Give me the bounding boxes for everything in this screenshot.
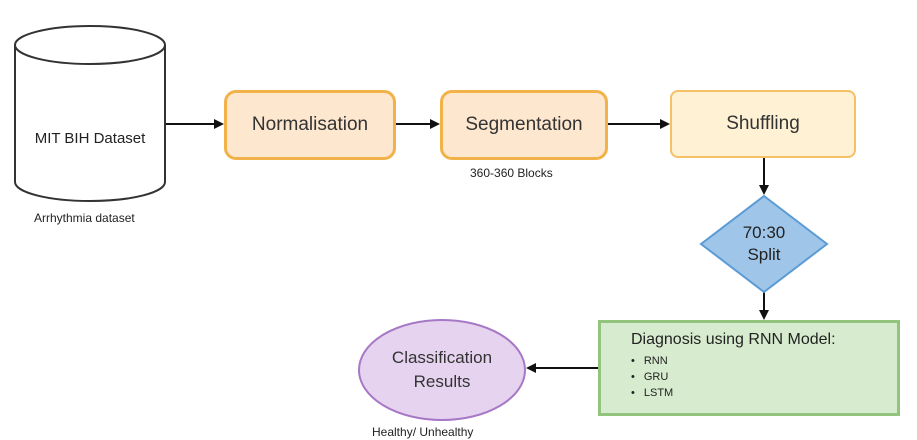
segmentation-caption: 360-360 Blocks xyxy=(470,166,553,180)
split-ratio-text: 70:30 xyxy=(742,223,786,242)
split-label: 70:30 Split xyxy=(714,222,814,266)
normalisation-node: Normalisation xyxy=(224,90,396,160)
split-text: Split xyxy=(747,245,781,264)
model-item-lstm: LSTM xyxy=(631,385,673,401)
diagnosis-node: Diagnosis using RNN Model: RNN GRU LSTM xyxy=(598,320,900,416)
results-line2: Results xyxy=(413,372,471,391)
shuffling-node: Shuffling xyxy=(670,90,856,158)
segmentation-node: Segmentation xyxy=(440,90,608,160)
results-label: Classification Results xyxy=(362,346,522,394)
normalisation-label: Normalisation xyxy=(251,114,369,135)
results-line1: Classification xyxy=(391,348,493,367)
diagnosis-title: Diagnosis using RNN Model: xyxy=(631,331,836,348)
results-caption: Healthy/ Unhealthy xyxy=(372,425,474,439)
model-item-rnn: RNN xyxy=(631,353,673,369)
shuffling-label: Shuffling xyxy=(726,113,800,134)
segmentation-label: Segmentation xyxy=(465,114,583,135)
dataset-label: MIT BIH Dataset xyxy=(34,130,146,147)
database-cylinder xyxy=(14,25,166,202)
model-item-gru: GRU xyxy=(631,369,673,385)
dataset-caption: Arrhythmia dataset xyxy=(34,211,135,225)
results-ellipse xyxy=(358,319,526,421)
split-diamond xyxy=(699,194,829,294)
model-list: RNN GRU LSTM xyxy=(631,353,673,401)
